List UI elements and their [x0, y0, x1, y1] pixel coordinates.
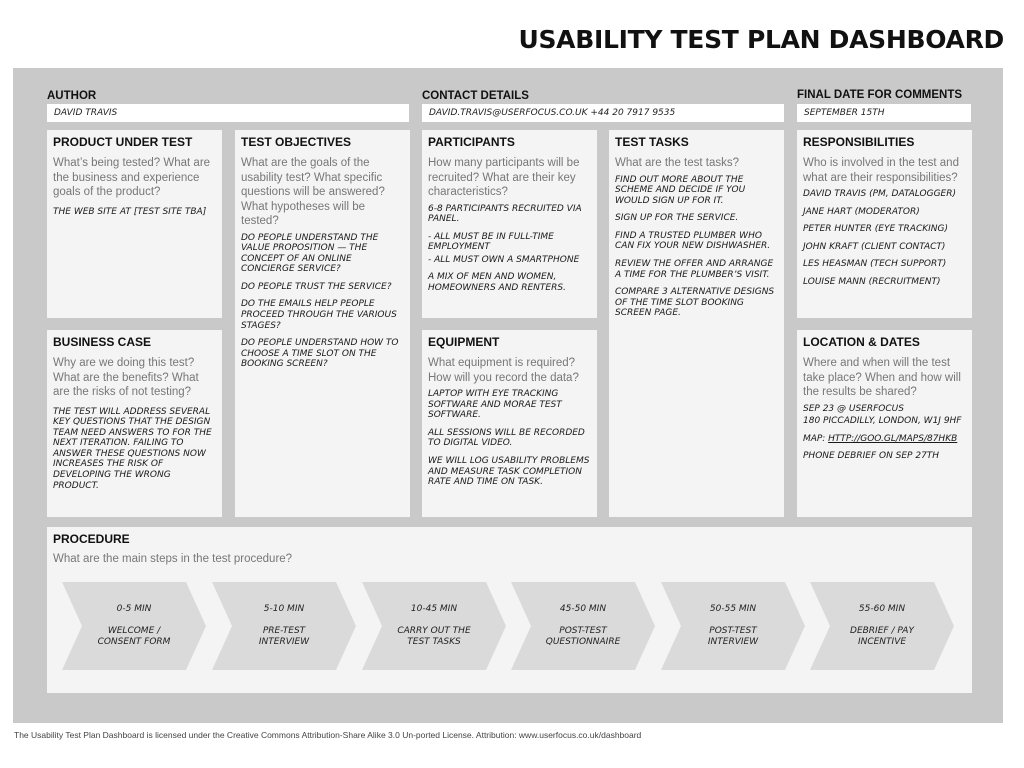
- panel-question: What’s being tested? What are the busine…: [53, 157, 211, 198]
- panel-answer[interactable]: SEP 23 @ USERFOCUS: [803, 403, 904, 414]
- panel-answer[interactable]: THE TEST WILL ADDRESS SEVERAL KEY QUESTI…: [53, 406, 212, 491]
- panel-question: How many participants will be recruited?…: [428, 157, 580, 198]
- step-label: PRE-TEST INTERVIEW: [258, 626, 310, 647]
- final-date-field[interactable]: SEPTEMBER 15TH: [797, 104, 971, 122]
- panel-title: EQUIPMENT: [428, 335, 500, 349]
- panel-question: Why are we doing this test? What are the…: [53, 357, 199, 398]
- responsibilities-panel: RESPONSIBILITIES Who is involved in the …: [797, 130, 972, 318]
- procedure-step: 55-60 MIN DEBRIEF / PAY INCENTIVE: [810, 582, 954, 670]
- step-time: 45-50 MIN: [559, 604, 607, 614]
- panel-answer[interactable]: PETER HUNTER (EYE TRACKING): [803, 224, 949, 235]
- license-footer: The Usability Test Plan Dashboard is lic…: [14, 730, 642, 740]
- panel-answer[interactable]: DO PEOPLE UNDERSTAND THE VALUE PROPOSITI…: [241, 232, 379, 275]
- map-link[interactable]: HTTP://GOO.GL/MAPS/87HKB: [828, 433, 958, 444]
- panel-answer[interactable]: REVIEW THE OFFER AND ARRANGE A TIME FOR …: [615, 259, 774, 280]
- panel-answer[interactable]: LES HEASMAN (TECH SUPPORT): [803, 259, 947, 270]
- panel-answer[interactable]: JOHN KRAFT (CLIENT CONTACT): [803, 241, 946, 252]
- panel-answer: MAP: HTTP://GOO.GL/MAPS/87HKB: [803, 434, 966, 445]
- panel-answer[interactable]: 180 PICCADILLY, LONDON, W1J 9HF: [803, 416, 962, 427]
- panel-title: BUSINESS CASE: [53, 335, 152, 349]
- business-case-panel: BUSINESS CASE Why are we doing this test…: [47, 330, 222, 517]
- procedure-step: 50-55 MIN POST-TEST INTERVIEW: [661, 582, 805, 670]
- procedure-step: 0-5 MIN WELCOME / CONSENT FORM: [62, 582, 206, 670]
- panel-answer[interactable]: - ALL MUST BE IN FULL-TIME EMPLOYMENT: [428, 231, 554, 253]
- author-field[interactable]: DAVID TRAVIS: [47, 104, 409, 122]
- test-objectives-panel: TEST OBJECTIVES What are the goals of th…: [235, 130, 410, 517]
- map-label: MAP:: [803, 433, 829, 444]
- panel-answer[interactable]: LOUISE MANN (RECRUITMENT): [803, 276, 941, 287]
- panel-answer[interactable]: FIND OUT MORE ABOUT THE SCHEME AND DECID…: [615, 174, 746, 206]
- procedure-step: 45-50 MIN POST-TEST QUESTIONNAIRE: [511, 582, 655, 670]
- contact-details-field[interactable]: DAVID.TRAVIS@USERFOCUS.CO.UK +44 20 7917…: [422, 104, 784, 122]
- panel-title: PRODUCT UNDER TEST: [53, 135, 193, 149]
- contact-details-label: CONTACT DETAILS: [422, 90, 529, 102]
- procedure-step: 5-10 MIN PRE-TEST INTERVIEW: [212, 582, 356, 670]
- panel-answer[interactable]: A MIX OF MEN AND WOMEN, HOMEOWNERS AND R…: [428, 272, 566, 294]
- panel-title: TEST OBJECTIVES: [241, 135, 352, 149]
- step-label: WELCOME / CONSENT FORM: [97, 626, 171, 647]
- step-label: CARRY OUT THE TEST TASKS: [397, 626, 471, 647]
- panel-question: Where and when will the test take place?…: [803, 357, 961, 398]
- step-label: POST-TEST INTERVIEW: [707, 626, 759, 647]
- step-time: 5-10 MIN: [263, 604, 305, 614]
- panel-answer[interactable]: JANE HART (MODERATOR): [803, 206, 920, 217]
- page-title: USABILITY TEST PLAN DASHBOARD: [518, 25, 1004, 54]
- panel-answer[interactable]: 6-8 PARTICIPANTS RECRUITED VIA PANEL.: [428, 203, 582, 225]
- participants-panel: PARTICIPANTS How many participants will …: [422, 130, 597, 318]
- step-label: POST-TEST QUESTIONNAIRE: [545, 626, 621, 647]
- panel-question: What are the goals of the usability test…: [241, 157, 385, 227]
- panel-title: RESPONSIBILITIES: [803, 135, 915, 149]
- step-time: 55-60 MIN: [858, 604, 906, 614]
- procedure-step: 10-45 MIN CARRY OUT THE TEST TASKS: [362, 582, 506, 670]
- step-time: 10-45 MIN: [410, 604, 458, 614]
- panel-answer[interactable]: COMPARE 3 ALTERNATIVE DESIGNS OF THE TIM…: [615, 287, 775, 319]
- panel-answer[interactable]: - ALL MUST OWN A SMARTPHONE: [428, 254, 580, 265]
- panel-answer[interactable]: DO PEOPLE UNDERSTAND HOW TO CHOOSE A TIM…: [241, 338, 399, 370]
- final-date-label: FINAL DATE FOR COMMENTS: [797, 89, 963, 101]
- panel-question: Who is involved in the test and what are…: [803, 157, 959, 184]
- author-label: AUTHOR: [47, 90, 97, 102]
- panel-answer[interactable]: LAPTOP WITH EYE TRACKING SOFTWARE AND MO…: [428, 389, 562, 421]
- panel-answer[interactable]: FIND A TRUSTED PLUMBER WHO CAN FIX YOUR …: [615, 230, 771, 252]
- panel-question: What are the main steps in the test proc…: [53, 553, 293, 565]
- step-label: DEBRIEF / PAY INCENTIVE: [850, 626, 914, 647]
- panel-title: PARTICIPANTS: [428, 135, 515, 149]
- equipment-panel: EQUIPMENT What equipment is required? Ho…: [422, 330, 597, 517]
- panel-answer[interactable]: DAVID TRAVIS (PM, DATALOGGER): [803, 189, 956, 199]
- panel-title: PROCEDURE: [53, 532, 130, 546]
- panel-answer[interactable]: DO PEOPLE TRUST THE SERVICE?: [241, 281, 392, 292]
- product-under-test-panel: PRODUCT UNDER TEST What’s being tested? …: [47, 130, 222, 318]
- panel-answer[interactable]: ALL SESSIONS WILL BE RECORDED TO DIGITAL…: [428, 427, 585, 449]
- panel-answer[interactable]: DO THE EMAILS HELP PEOPLE PROCEED THROUG…: [241, 299, 397, 331]
- panel-title: TEST TASKS: [615, 135, 689, 149]
- panel-answer[interactable]: THE WEB SITE AT [TEST SITE TBA]: [53, 206, 207, 217]
- panel-answer[interactable]: WE WILL LOG USABILITY PROBLEMS AND MEASU…: [428, 455, 590, 488]
- location-dates-panel: LOCATION & DATES Where and when will the…: [797, 330, 972, 517]
- panel-answer[interactable]: PHONE DEBRIEF ON SEP 27TH: [803, 451, 940, 462]
- panel-answer[interactable]: SIGN UP FOR THE SERVICE.: [615, 213, 739, 224]
- test-tasks-panel: TEST TASKS What are the test tasks? FIND…: [609, 130, 784, 517]
- panel-question: What equipment is required? How will you…: [428, 357, 579, 384]
- step-time: 0-5 MIN: [116, 604, 152, 614]
- panel-question: What are the test tasks?: [615, 157, 740, 169]
- panel-title: LOCATION & DATES: [803, 335, 920, 349]
- step-time: 50-55 MIN: [709, 604, 757, 614]
